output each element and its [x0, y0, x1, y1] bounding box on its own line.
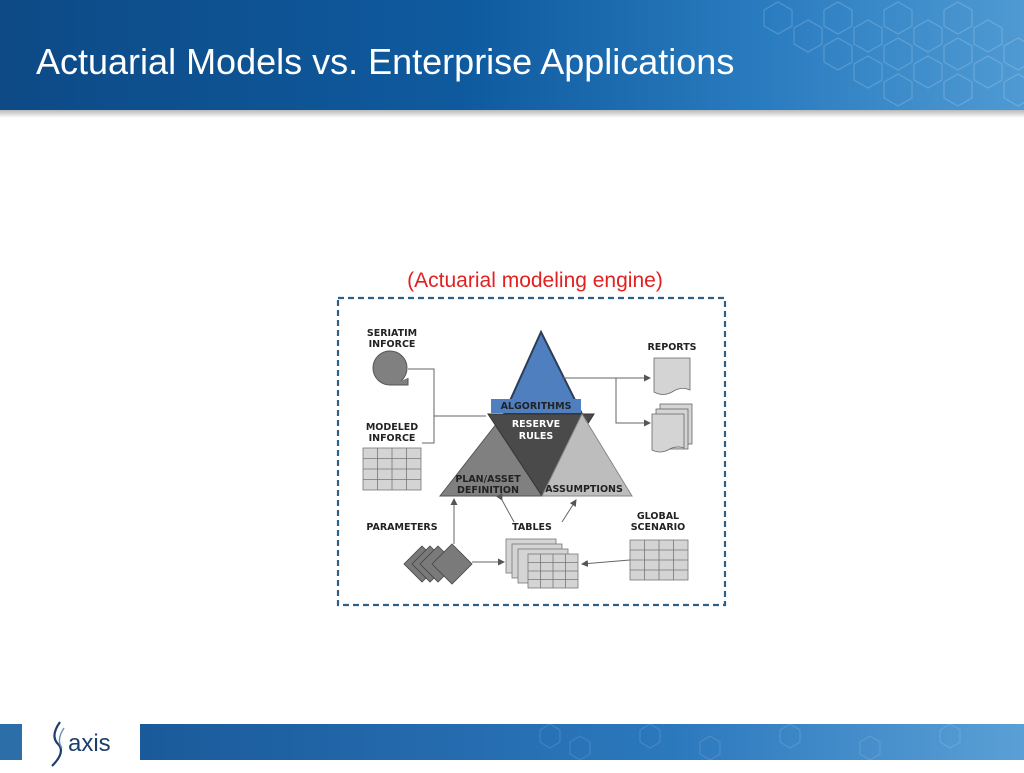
- seriatim-label-2: INFORCE: [369, 339, 416, 350]
- plan-label-1: PLAN/ASSET: [455, 474, 521, 485]
- footer-hex-pattern: [539, 724, 961, 760]
- modeled-connector: [422, 416, 435, 444]
- parameters-label: PARAMETERS: [366, 522, 437, 533]
- assumptions-label: ASSUMPTIONS: [545, 484, 623, 495]
- tables-label: TABLES: [512, 522, 552, 533]
- header-shadow: [0, 110, 1024, 118]
- scenario-tables-connector: [581, 559, 631, 567]
- seriatim-connector: [408, 368, 486, 417]
- scenario-grid-icon: [629, 539, 689, 581]
- slide-title: Actuarial Models vs. Enterprise Applicat…: [36, 41, 735, 82]
- tables-assumptions-connector: [561, 499, 577, 523]
- report-stack-icon: [651, 403, 693, 453]
- grid-table-icon: [362, 447, 422, 491]
- reserve-label-2: RULES: [519, 431, 554, 442]
- tables-plan-connector: [496, 493, 515, 523]
- global-label-1: GLOBAL: [637, 511, 679, 522]
- parameters-diamond-icons: [403, 543, 473, 585]
- disk-icon: [372, 350, 409, 386]
- diagram-subtitle: (Actuarial modeling engine): [407, 269, 663, 292]
- slide-header: Actuarial Models vs. Enterprise Applicat…: [0, 0, 1024, 110]
- tables-stack-icon: [505, 538, 579, 589]
- logo-swoosh-icon: [51, 721, 65, 767]
- algorithms-label: ALGORITHMS: [501, 401, 572, 412]
- logo-text: axis: [68, 730, 111, 757]
- reserve-label-1: RESERVE: [512, 419, 560, 430]
- assumptions-segment: [541, 412, 633, 497]
- footer-bar: [140, 724, 1024, 760]
- global-label-2: SCENARIO: [631, 522, 686, 533]
- plan-label-2: DEFINITION: [457, 485, 519, 496]
- modeled-label-2: INFORCE: [369, 433, 416, 444]
- report-document-icon: [653, 357, 691, 395]
- modeled-label-1: MODELED: [366, 422, 418, 433]
- slide-footer: axis: [0, 708, 1024, 768]
- reports-connector-2: [615, 378, 651, 427]
- engine-boundary: [336, 296, 727, 607]
- actuarial-engine-diagram: SERIATIM INFORCE MODELED INFORCE PARAMET…: [336, 296, 727, 607]
- footer-bar-left: [0, 724, 22, 760]
- reports-label: REPORTS: [647, 342, 696, 353]
- algorithms-band: [491, 399, 581, 413]
- axis-logo: axis: [46, 718, 126, 768]
- seriatim-label-1: SERIATIM: [367, 328, 417, 339]
- hexagon-pattern: [763, 1, 1024, 107]
